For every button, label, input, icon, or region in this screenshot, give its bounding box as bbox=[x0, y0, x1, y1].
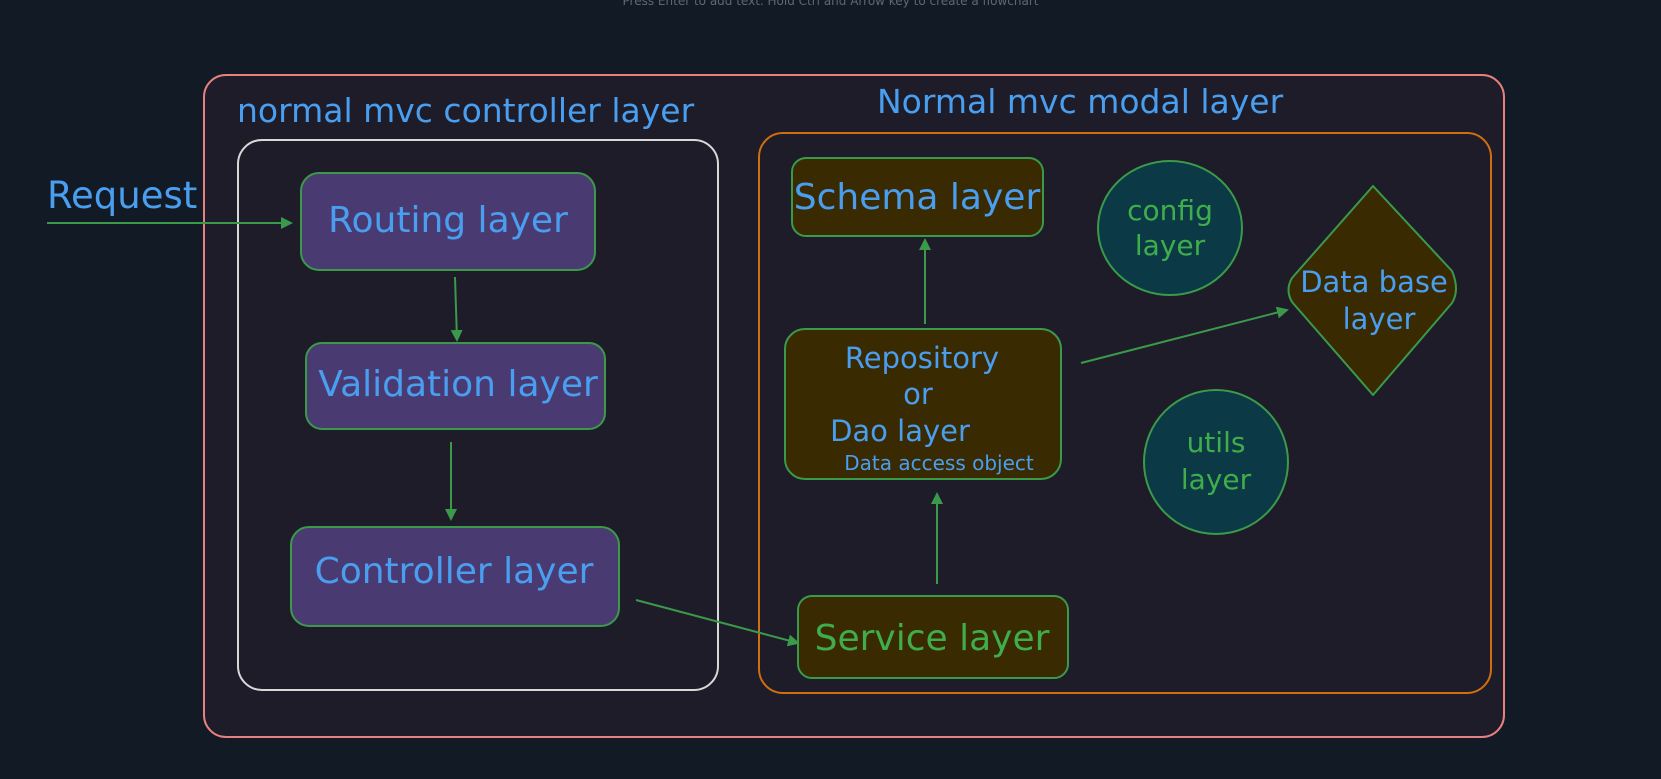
schema-node[interactable]: Schema layer bbox=[791, 157, 1044, 237]
modal-group-title: Normal mvc modal layer bbox=[877, 82, 1284, 121]
repository-node-line-1: Repository bbox=[845, 341, 999, 375]
edge-controller-service[interactable] bbox=[635, 599, 800, 647]
database-node-line-1: Data base bbox=[1300, 265, 1448, 299]
database-node[interactable]: Data base layer bbox=[1287, 185, 1457, 396]
service-node-label: Service layer bbox=[815, 618, 1050, 659]
controller-node[interactable]: Controller layer bbox=[290, 526, 620, 627]
repository-node-line-2: or bbox=[903, 377, 933, 411]
controller-node-label: Controller layer bbox=[315, 551, 594, 592]
request-label: Request bbox=[47, 174, 197, 217]
controller-container[interactable] bbox=[237, 139, 719, 691]
config-node-line-1: config bbox=[1127, 194, 1213, 227]
edge-routing-validation[interactable] bbox=[450, 276, 463, 342]
utils-node-line-1: utils bbox=[1187, 426, 1246, 459]
edge-repository-database[interactable] bbox=[1080, 306, 1289, 364]
routing-node[interactable]: Routing layer bbox=[300, 172, 596, 271]
edges bbox=[47, 217, 1289, 647]
modal-container[interactable] bbox=[758, 132, 1492, 694]
config-node-line-2: layer bbox=[1135, 229, 1206, 262]
routing-node-label: Routing layer bbox=[328, 200, 568, 241]
utils-node-line-2: layer bbox=[1181, 463, 1252, 496]
validation-node[interactable]: Validation layer bbox=[305, 342, 606, 430]
schema-node-label: Schema layer bbox=[794, 177, 1041, 218]
database-node-line-2: layer bbox=[1343, 302, 1416, 336]
validation-node-label: Validation layer bbox=[318, 364, 598, 405]
repository-node[interactable]: Repository or Dao layer Data access obje… bbox=[784, 328, 1062, 480]
utils-node[interactable]: utils layer bbox=[1143, 389, 1289, 535]
controller-group-title: normal mvc controller layer bbox=[237, 91, 695, 130]
config-node[interactable]: config layer bbox=[1097, 160, 1243, 296]
canvas-hint: Press Enter to add text. Hold Ctrl and A… bbox=[622, 0, 1039, 8]
repository-node-line-3: Dao layer bbox=[830, 414, 970, 448]
service-node[interactable]: Service layer bbox=[797, 595, 1069, 679]
repository-node-sublabel: Data access object bbox=[844, 451, 1034, 475]
